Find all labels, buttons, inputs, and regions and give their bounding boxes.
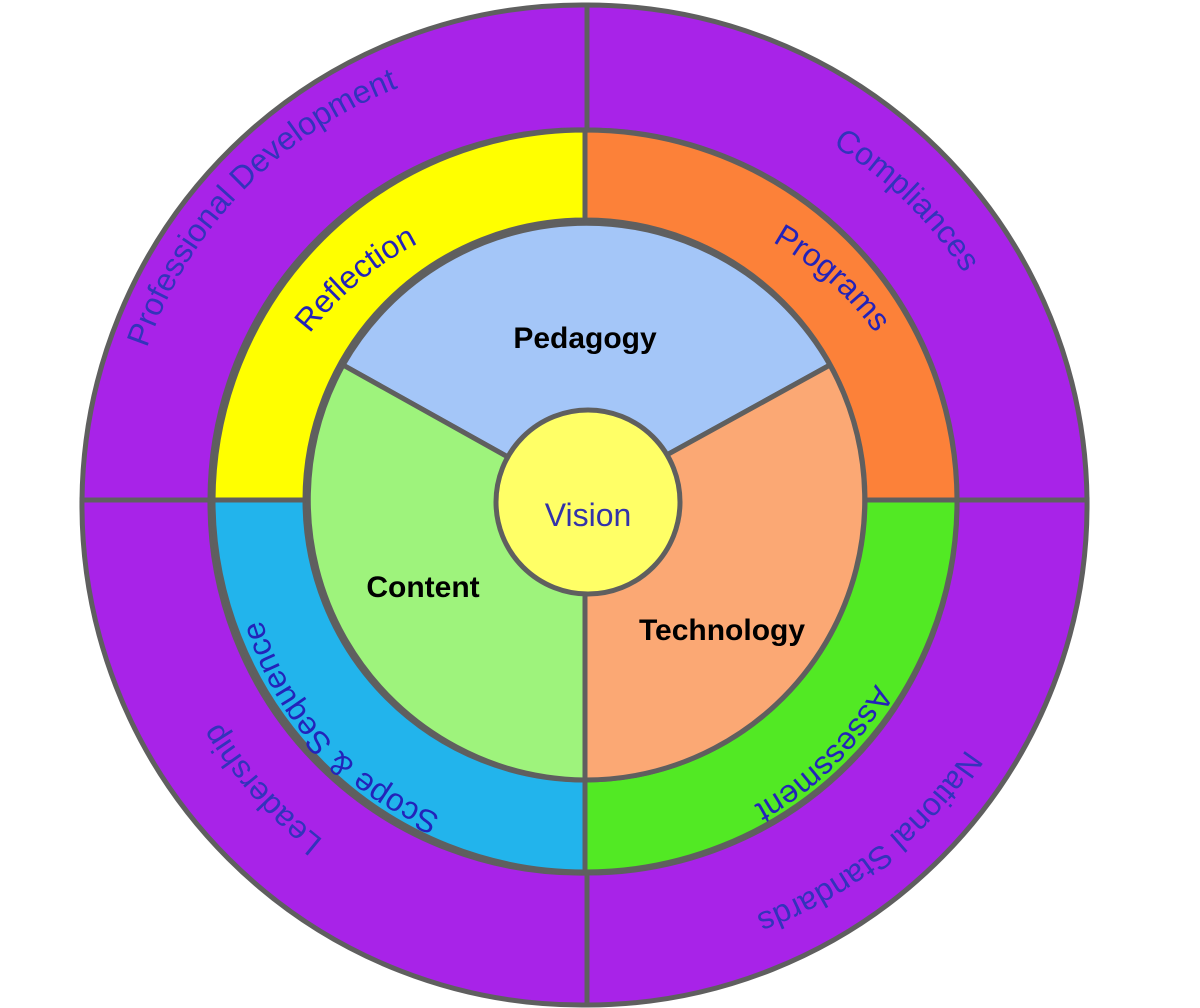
middle-ring [210,127,960,875]
outer-ring [79,2,1090,1008]
label-technology: Technology [639,614,805,647]
label-pedagogy: Pedagogy [513,322,657,355]
middle-segment-reflection[interactable] [210,127,588,503]
label-vision: Vision [545,497,632,533]
outer-segment-leadership[interactable] [79,497,590,1008]
outer-segment-professional-development[interactable] [79,2,590,503]
label-content: Content [366,571,479,604]
vision-circle[interactable] [493,407,683,597]
